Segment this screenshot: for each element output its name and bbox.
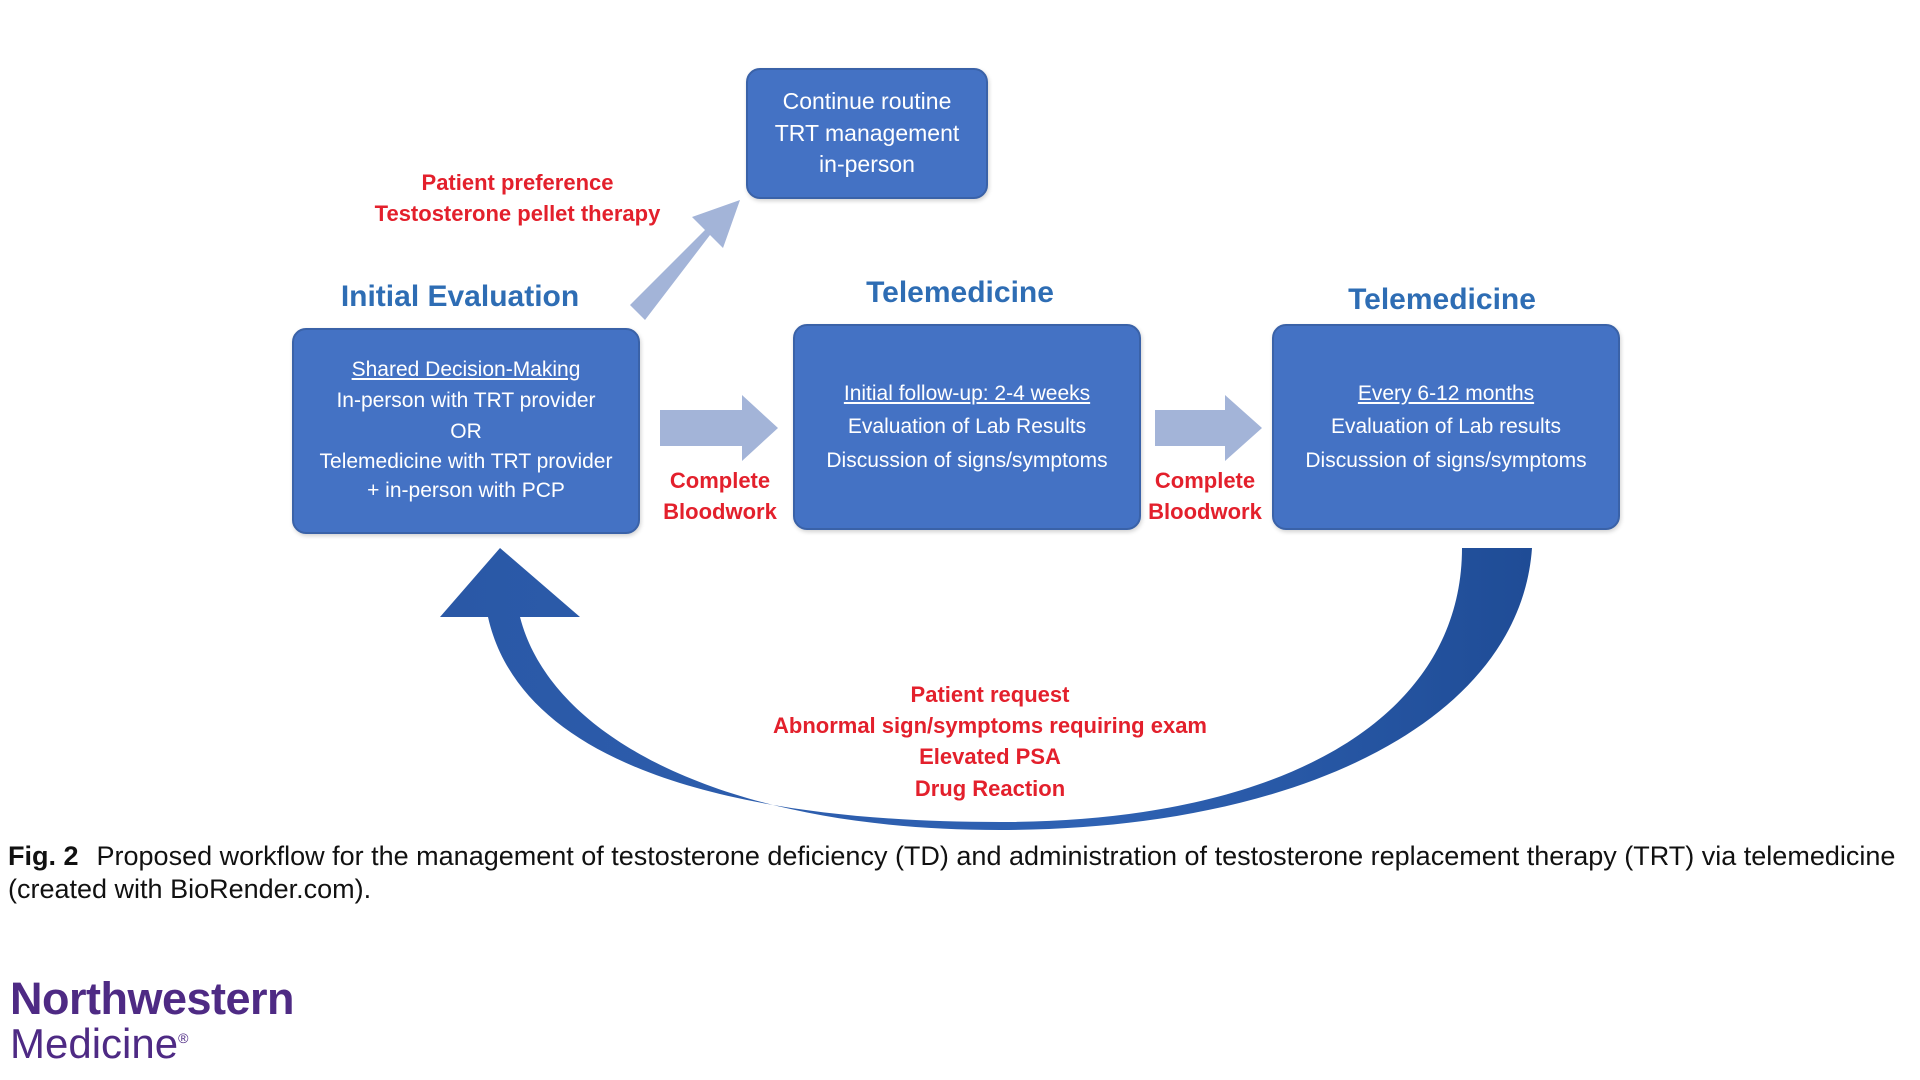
logo-registered-mark: ® (178, 1030, 189, 1047)
inperson-condition-1: Patient preference (421, 170, 614, 195)
box-telemedicine-recurring: Every 6-12 months Evaluation of Lab resu… (1272, 324, 1620, 530)
logo-line-1: Northwestern (10, 973, 295, 1024)
transition1-label: Complete Bloodwork (655, 466, 785, 528)
stage1-underlined: Shared Decision-Making (351, 357, 581, 381)
stage3-line-1: Evaluation of Lab results (1331, 415, 1561, 439)
transition2-line-2: Bloodwork (1148, 498, 1262, 524)
logo-line-2: Medicine (10, 1020, 179, 1068)
stage2-line-2: Discussion of signs/symptoms (826, 448, 1108, 472)
stage1-line-2: OR (450, 419, 482, 443)
inperson-condition-2: Testosterone pellet therapy (374, 200, 661, 226)
box-initial-evaluation: Shared Decision-Making In-person with TR… (292, 328, 640, 534)
box-telemedicine-followup: Initial follow-up: 2-4 weeks Evaluation … (793, 324, 1141, 530)
stage1-line-1: In-person with TRT provider (336, 388, 596, 412)
inperson-box-line-2: TRT management (774, 119, 960, 146)
inperson-conditions: Patient preference Testosterone pellet t… (355, 168, 680, 230)
stage2-underlined: Initial follow-up: 2-4 weeks (843, 381, 1091, 405)
transition2-line-1: Complete (1154, 468, 1256, 493)
inperson-box-line-3: in-person (819, 151, 915, 178)
return-condition-3: Elevated PSA (919, 744, 1061, 770)
return-condition-1: Patient request (910, 682, 1070, 707)
stage2-line-1: Evaluation of Lab Results (847, 415, 1087, 439)
stage3-line-2: Discussion of signs/symptoms (1305, 448, 1587, 472)
northwestern-medicine-logo: Northwestern Medicine® (10, 973, 295, 1068)
stage1-heading: Initial Evaluation (340, 280, 580, 313)
return-condition-4: Drug Reaction (914, 775, 1066, 801)
return-conditions: Patient request Abnormal sign/symptoms r… (730, 679, 1250, 804)
arrow-to-inperson (630, 200, 740, 320)
transition2-label: Complete Bloodwork (1140, 466, 1270, 528)
transition1-line-1: Complete (669, 468, 771, 493)
transition1-line-2: Bloodwork (663, 498, 777, 524)
arrow-stage2-to-stage3 (1155, 395, 1262, 461)
figure-caption-text: Proposed workflow for the management of … (8, 841, 1896, 904)
stage2-heading: Telemedicine (866, 276, 1054, 309)
figure-label: Fig. 2 (8, 841, 79, 871)
arrow-stage1-to-stage2 (660, 395, 778, 461)
return-condition-2: Abnormal sign/symptoms requiring exam (773, 713, 1207, 739)
box-continue-inperson: Continue routine TRT management in-perso… (746, 68, 988, 199)
stage3-heading: Telemedicine (1348, 283, 1536, 316)
inperson-box-line-1: Continue routine (782, 87, 952, 114)
stage1-line-3: Telemedicine with TRT provider + in-pers… (319, 450, 613, 503)
stage3-underlined: Every 6-12 months (1357, 381, 1535, 405)
